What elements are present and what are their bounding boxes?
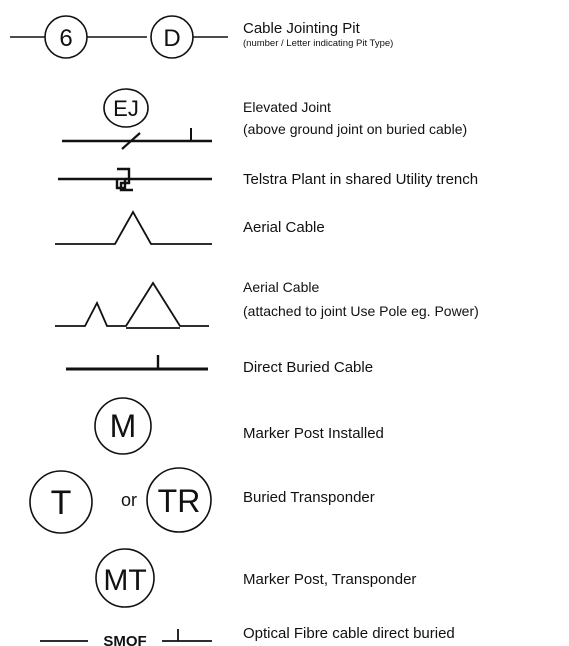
legend-title: Telstra Plant in shared Utility trench [243, 171, 479, 188]
pit-number-text: 6 [59, 25, 72, 52]
shared-trench-symbol [58, 177, 127, 190]
legend-label-elevated-joint: Elevated Joint (above ground joint on bu… [243, 96, 467, 140]
legend-title: Direct Buried Cable [243, 359, 374, 376]
optical-fibre-text: SMOF [103, 633, 146, 646]
legend-subtitle: (number / Letter indicating Pit Type) [243, 38, 394, 49]
marker-post-circle [94, 397, 152, 455]
aerial-cable-symbol [55, 210, 212, 245]
aerial-cable-joint-pole-symbol [55, 281, 209, 327]
legend-subtitle: (attached to joint Use Pole eg. Power) [243, 303, 479, 319]
marker-transponder-text: MT [103, 564, 146, 597]
elevated-joint-symbol [62, 88, 212, 150]
marker-post-text: M [110, 408, 137, 444]
legend-label-buried-transponder: Buried Transponder [243, 489, 375, 507]
legend-title: Elevated Joint [243, 99, 331, 115]
legend-title: Marker Post Installed [243, 425, 384, 442]
legend-label-marker-transponder: Marker Post, Transponder [243, 571, 416, 589]
legend-title: Aerial Cable [243, 279, 320, 295]
legend-title: Marker Post, Transponder [243, 571, 417, 588]
elevated-joint-circle [103, 88, 149, 128]
legend-label-marker-post: Marker Post Installed [243, 425, 384, 443]
legend-label-optical-fibre: Optical Fibre cable direct buried [243, 625, 455, 643]
legend-title: Buried Transponder [243, 489, 375, 506]
marker-transponder-circle [95, 548, 155, 608]
legend-label-direct-buried-cable: Direct Buried Cable [243, 359, 373, 377]
legend-subtitle: (above ground joint on buried cable) [243, 121, 468, 137]
transponder-t-text: T [51, 484, 72, 522]
shared-trench-step [117, 167, 133, 192]
transponder-t-circle [29, 470, 93, 534]
legend-label-aerial-cable-joint-pole: Aerial Cable (attached to joint Use Pole… [243, 275, 479, 323]
cable-jointing-pit-symbol [10, 15, 228, 59]
legend-label-aerial-cable: Aerial Cable [243, 219, 325, 237]
legend-title: Optical Fibre cable direct buried [243, 625, 455, 642]
elevated-joint-text: EJ [113, 96, 139, 121]
legend-title: Aerial Cable [243, 219, 325, 236]
transponder-tr-circle [146, 467, 212, 533]
legend-title: Cable Jointing Pit [243, 20, 360, 37]
legend-label-cable-jointing-pit: Cable Jointing Pit (number / Letter indi… [243, 20, 393, 50]
transponder-or-text: or [121, 490, 137, 510]
transponder-tr-text: TR [158, 483, 201, 519]
elevated-joint-slash [121, 132, 141, 150]
legend-label-shared-trench: Telstra Plant in shared Utility trench [243, 171, 478, 189]
pit-letter-text: D [163, 25, 180, 52]
